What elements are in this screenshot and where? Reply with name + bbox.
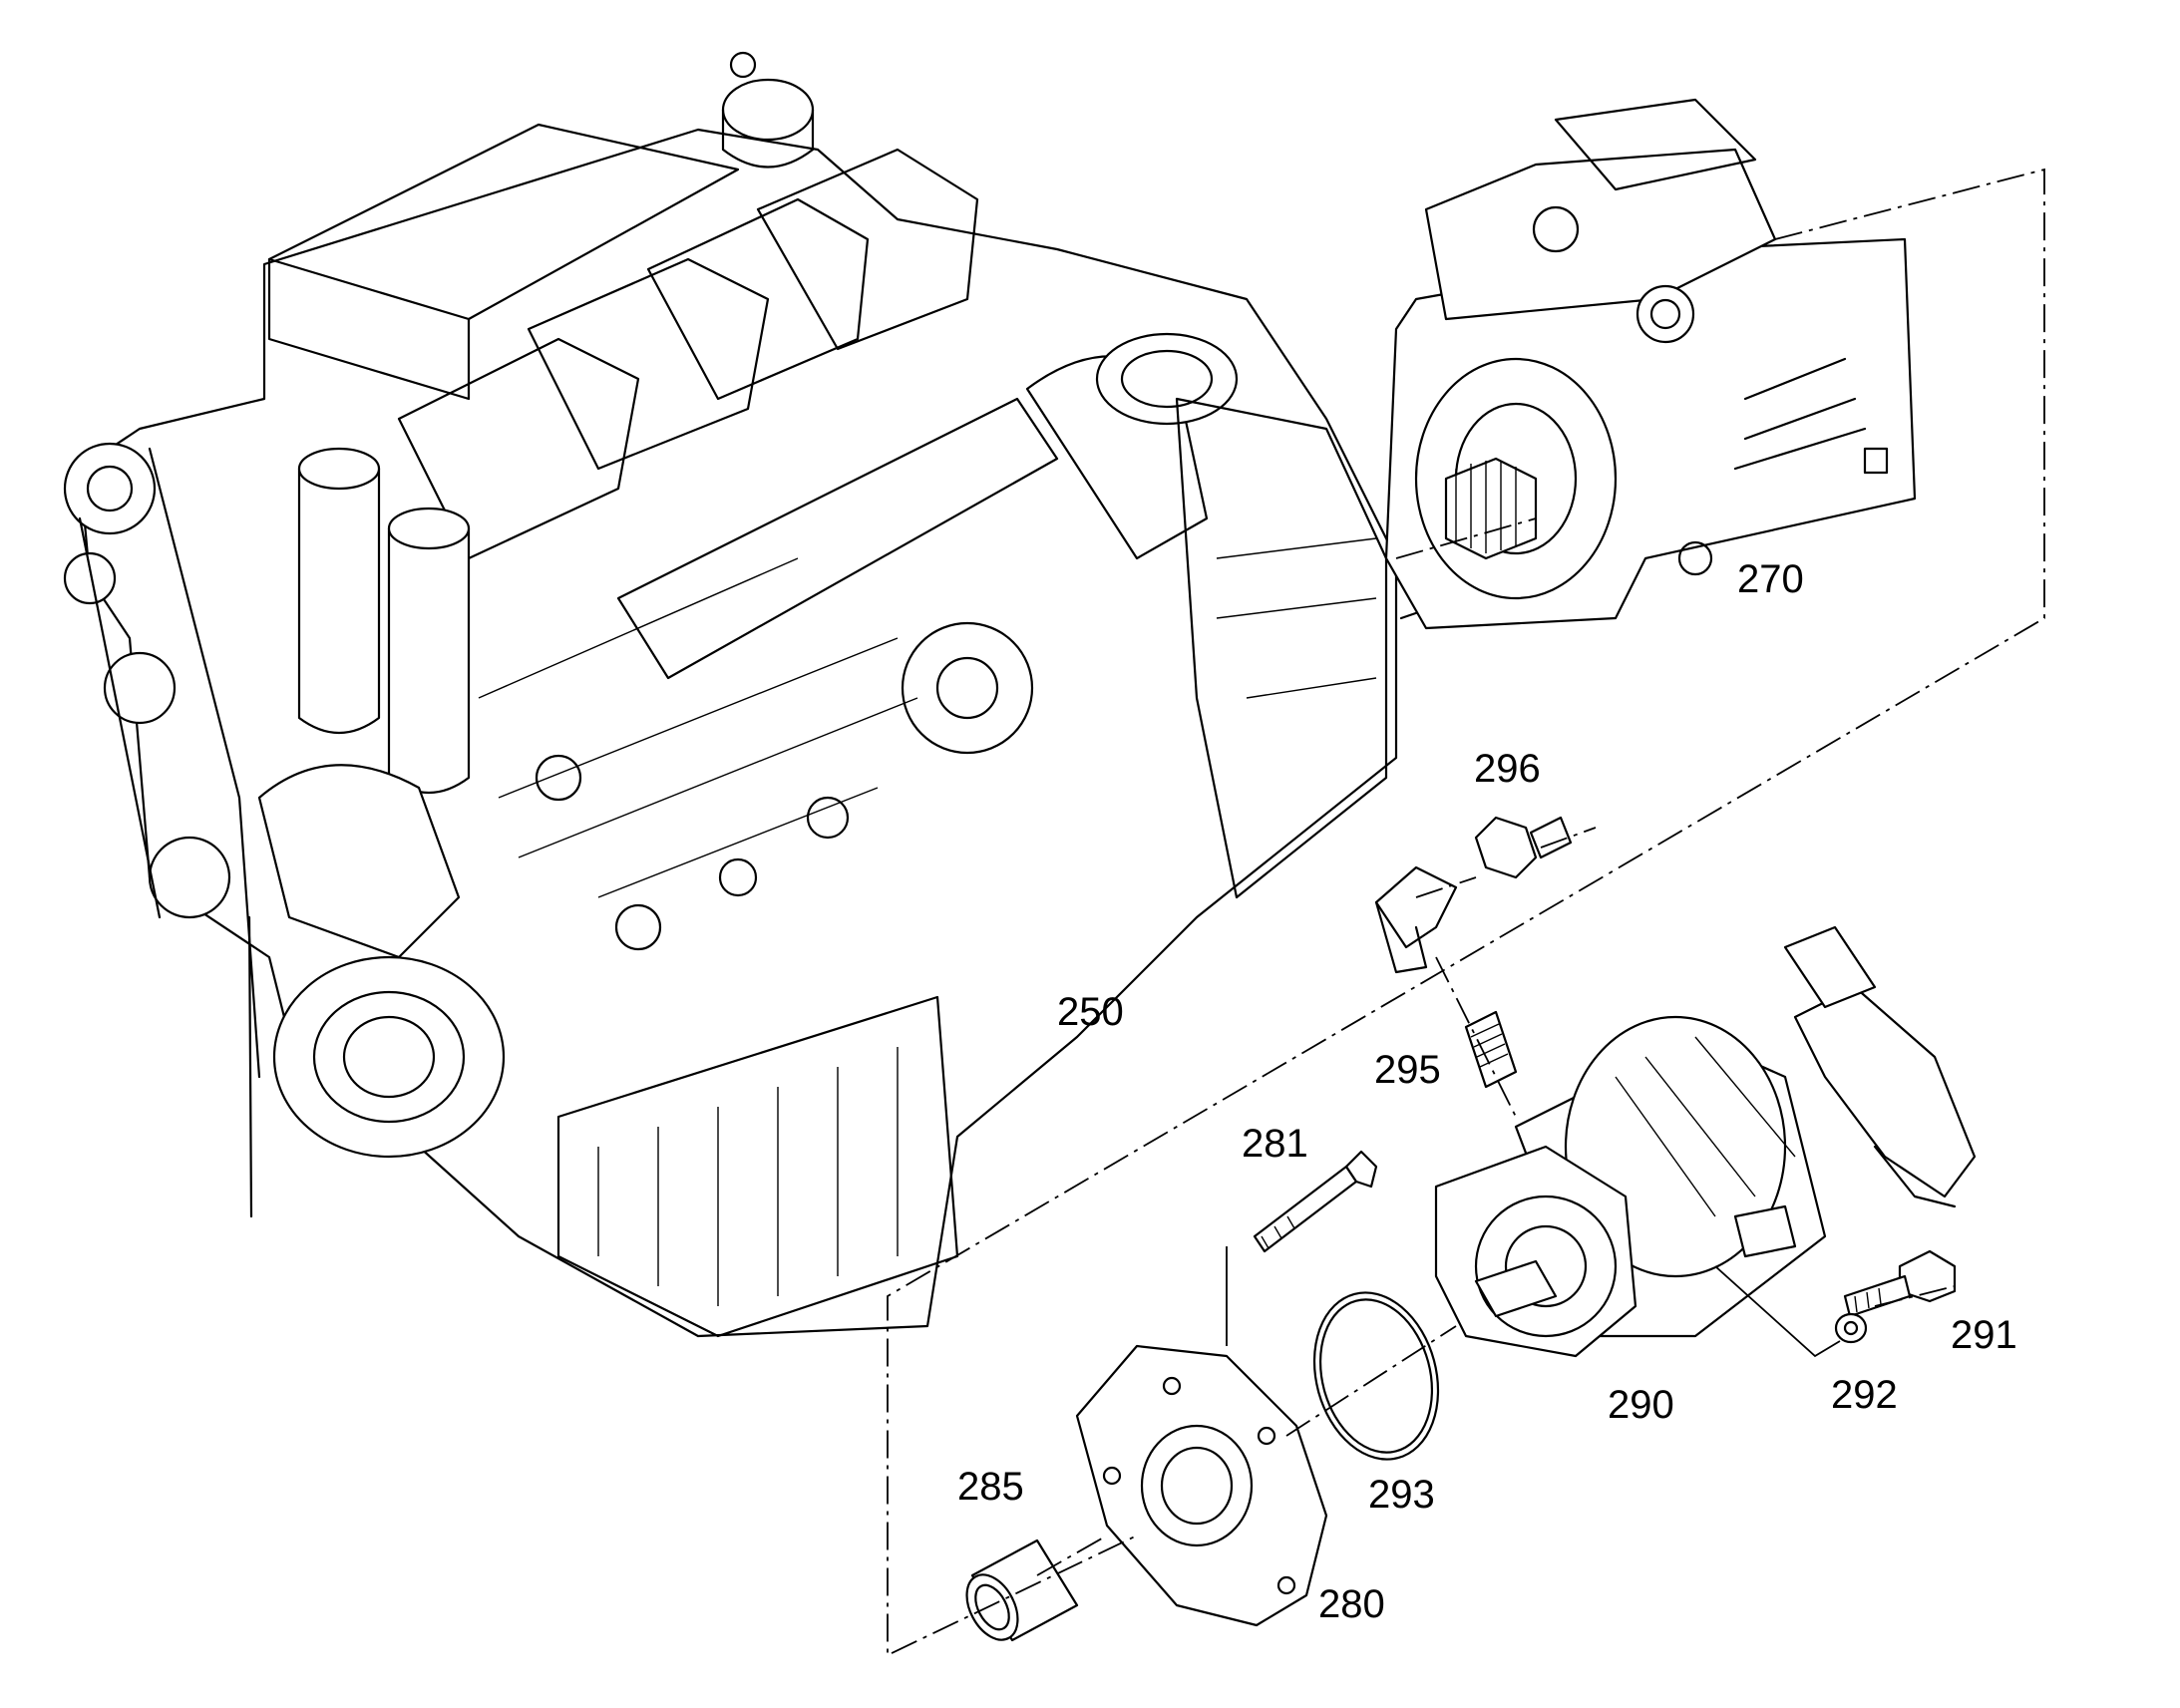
assembly-centerlines xyxy=(887,168,2045,1657)
callout-293: 293 xyxy=(1368,1473,1435,1517)
bolt-291 xyxy=(1843,1249,1957,1318)
callout-285: 285 xyxy=(957,1465,1024,1509)
callout-295: 295 xyxy=(1374,1048,1441,1092)
adapter-plate-280 xyxy=(1075,1344,1328,1627)
hydraulic-pump-270 xyxy=(1384,98,1917,630)
elbow-fitting xyxy=(1374,865,1458,974)
bolt-281 xyxy=(1253,1150,1378,1253)
o-ring-293 xyxy=(1312,1291,1440,1461)
callout-290: 290 xyxy=(1608,1383,1674,1427)
callout-270: 270 xyxy=(1737,557,1804,601)
leader-lines xyxy=(1226,1246,1841,1358)
washer-292 xyxy=(1834,1312,1868,1344)
callout-292: 292 xyxy=(1831,1373,1898,1417)
callout-291: 291 xyxy=(1951,1313,2017,1357)
needle-bushing-285 xyxy=(965,1538,1079,1642)
callout-296: 296 xyxy=(1474,747,1541,791)
callout-250: 250 xyxy=(1057,990,1124,1034)
callout-280: 280 xyxy=(1318,1582,1385,1626)
threaded-nipple-295 xyxy=(1464,1010,1518,1089)
engine-assembly-250 xyxy=(63,51,1446,1338)
plug-fitting-296 xyxy=(1474,816,1573,879)
callout-281: 281 xyxy=(1242,1122,1308,1166)
hydraulic-pump-290 xyxy=(1434,925,1977,1358)
